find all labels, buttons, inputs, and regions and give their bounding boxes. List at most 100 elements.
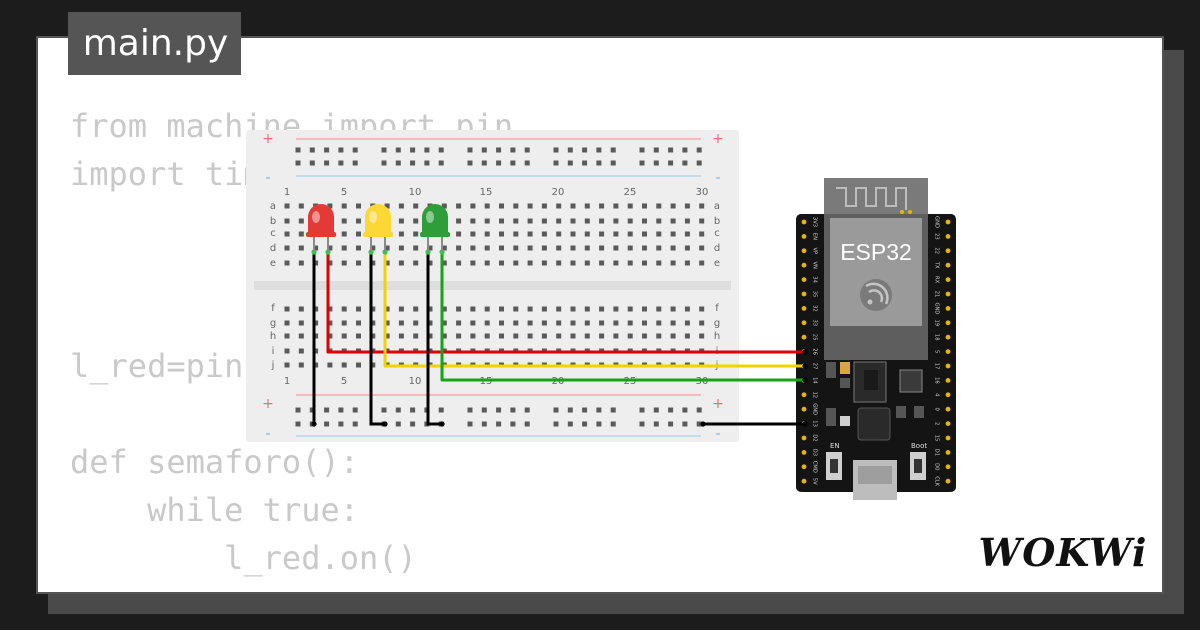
esp32-pin[interactable] bbox=[945, 248, 951, 254]
esp32-pin[interactable] bbox=[945, 363, 951, 369]
esp32-pin[interactable] bbox=[945, 320, 951, 326]
breadboard-hole bbox=[499, 218, 504, 224]
rail-minus-label: - bbox=[265, 426, 270, 442]
esp32-pin[interactable] bbox=[801, 464, 807, 470]
esp32-pin[interactable] bbox=[945, 464, 951, 470]
breadboard-hole bbox=[541, 218, 547, 224]
esp32-pin[interactable] bbox=[945, 291, 951, 297]
column-number: 5 bbox=[341, 187, 347, 198]
breadboard-hole bbox=[398, 348, 404, 354]
esp32-pin[interactable] bbox=[801, 334, 807, 340]
esp32-pin[interactable] bbox=[801, 378, 807, 383]
rail-hole bbox=[324, 421, 330, 427]
rail-hole bbox=[639, 147, 645, 153]
esp32-pin[interactable] bbox=[801, 262, 807, 268]
breadboard-hole bbox=[670, 218, 676, 224]
esp32-pin[interactable] bbox=[945, 306, 951, 311]
esp32-pin[interactable] bbox=[945, 450, 951, 455]
esp32-pin[interactable] bbox=[801, 306, 807, 311]
en-button[interactable] bbox=[826, 452, 842, 480]
esp32-pin[interactable] bbox=[801, 450, 807, 455]
rail-hole bbox=[639, 160, 645, 166]
breadboard-hole bbox=[298, 306, 304, 312]
breadboard-hole bbox=[699, 231, 705, 237]
breadboard-hole bbox=[470, 231, 476, 237]
column-number: 10 bbox=[409, 187, 422, 198]
breadboard-hole bbox=[484, 348, 490, 354]
esp32-pin[interactable] bbox=[945, 435, 951, 441]
breadboard-labels: 1 5 10 15 20 25 30 1 5 10 15 20 25 30 a … bbox=[270, 187, 720, 387]
breadboard-hole bbox=[699, 348, 705, 354]
esp32-pin[interactable] bbox=[945, 421, 951, 426]
breadboard-hole bbox=[484, 260, 490, 266]
breadboard-hole bbox=[670, 362, 676, 368]
breadboard-hole bbox=[699, 306, 705, 312]
breadboard-hole bbox=[427, 333, 433, 339]
breadboard-hole bbox=[656, 203, 662, 209]
breadboard-hole bbox=[427, 218, 433, 224]
column-number: 1 bbox=[284, 376, 290, 387]
column-number: 20 bbox=[552, 187, 565, 198]
esp32-pin-label: 12 bbox=[812, 391, 818, 398]
esp32-pin[interactable] bbox=[801, 248, 807, 254]
breadboard-hole bbox=[684, 218, 690, 224]
smd-component bbox=[840, 362, 850, 374]
esp32-pin[interactable] bbox=[801, 234, 807, 239]
breadboard-hole bbox=[398, 218, 404, 224]
rail-hole bbox=[567, 407, 573, 413]
esp32-pin-label: 5 bbox=[934, 350, 940, 353]
esp32-pin[interactable] bbox=[801, 363, 807, 369]
esp32-pin[interactable] bbox=[801, 320, 807, 326]
esp32-pin-label: 16 bbox=[934, 377, 940, 384]
row-letter: g bbox=[714, 318, 720, 329]
breadboard-hole bbox=[656, 260, 662, 266]
breadboard-hole bbox=[513, 333, 519, 339]
esp32-pin[interactable] bbox=[801, 478, 807, 484]
esp32-pin[interactable] bbox=[801, 435, 807, 441]
rail-hole bbox=[424, 421, 430, 427]
breadboard-hole bbox=[513, 260, 519, 266]
breadboard-hole bbox=[599, 333, 605, 339]
breadboard-hole bbox=[327, 218, 333, 224]
esp32-pin[interactable] bbox=[945, 406, 951, 412]
breadboard-hole bbox=[642, 231, 647, 237]
esp32-pin[interactable] bbox=[801, 421, 807, 426]
rail-minus-label: - bbox=[715, 426, 720, 442]
esp32-pin[interactable] bbox=[945, 392, 951, 398]
boot-button[interactable] bbox=[910, 452, 926, 480]
breadboard-hole bbox=[313, 231, 319, 237]
esp32-pin[interactable] bbox=[945, 234, 951, 239]
esp32-pin[interactable] bbox=[801, 349, 807, 354]
esp32-pin[interactable] bbox=[945, 378, 951, 383]
esp32-pin[interactable] bbox=[945, 334, 951, 340]
esp32-pin-label: 13 bbox=[812, 420, 818, 427]
breadboard-hole bbox=[570, 362, 576, 368]
breadboard-hole bbox=[599, 245, 605, 251]
breadboard-hole bbox=[613, 306, 619, 312]
file-tab[interactable]: main.py bbox=[68, 12, 241, 75]
breadboard-hole bbox=[599, 231, 605, 237]
rail-hole bbox=[496, 160, 502, 166]
esp32-pin[interactable] bbox=[945, 262, 951, 268]
breadboard-hole bbox=[413, 231, 419, 237]
esp32-pin[interactable] bbox=[945, 277, 951, 282]
esp32-pin[interactable] bbox=[801, 277, 807, 282]
rail-hole bbox=[324, 147, 330, 153]
breadboard-hole bbox=[470, 203, 476, 209]
esp32-pin[interactable] bbox=[801, 219, 807, 225]
esp32-pin[interactable] bbox=[945, 219, 951, 225]
breadboard-hole bbox=[613, 260, 619, 266]
breadboard-hole bbox=[441, 203, 447, 209]
rail-minus-label: - bbox=[265, 170, 270, 186]
breadboard-hole bbox=[613, 320, 619, 326]
rail-hole bbox=[553, 421, 559, 427]
esp32-pin[interactable] bbox=[801, 406, 807, 412]
rail-hole bbox=[682, 160, 688, 166]
esp32-pin[interactable] bbox=[801, 291, 807, 297]
esp32-pin[interactable] bbox=[945, 478, 951, 484]
breadboard-hole bbox=[556, 245, 562, 251]
rail-hole bbox=[467, 160, 473, 166]
esp32-pin[interactable] bbox=[945, 349, 951, 354]
breadboard-hole bbox=[613, 245, 619, 251]
esp32-pin[interactable] bbox=[801, 392, 807, 398]
